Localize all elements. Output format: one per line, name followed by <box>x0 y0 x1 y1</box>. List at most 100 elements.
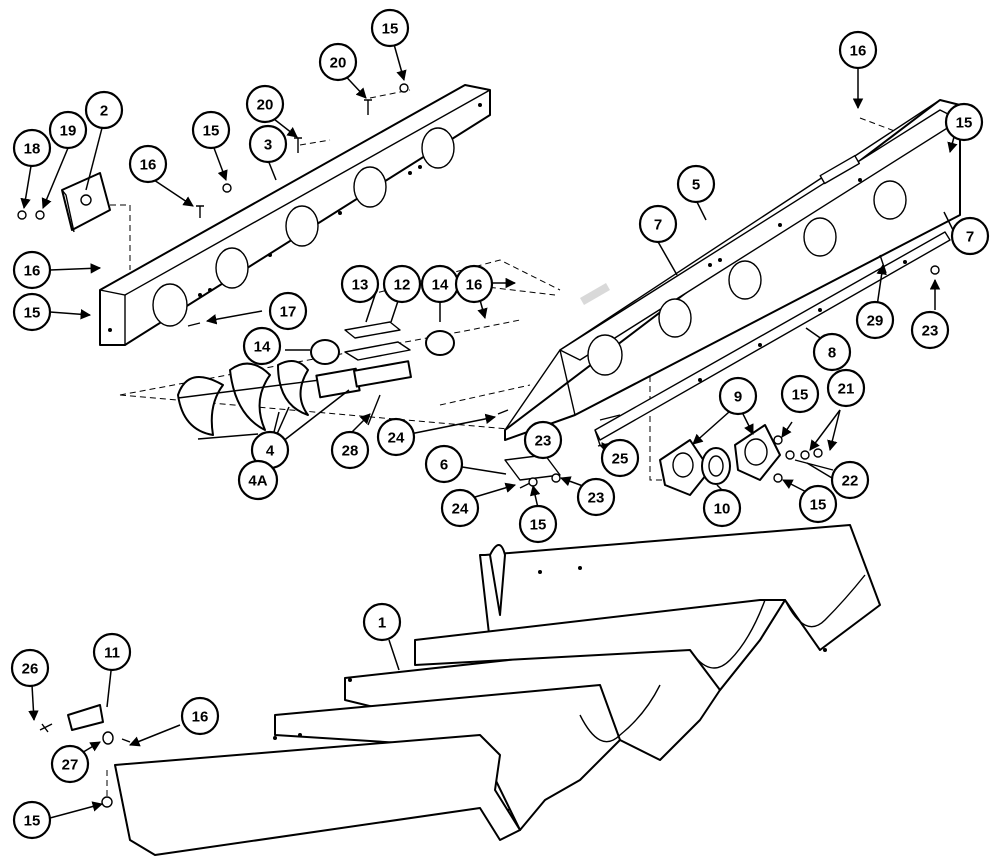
svg-text:9: 9 <box>734 389 742 406</box>
callout-15-flange-bottom: 15 <box>798 484 838 524</box>
svg-text:7: 7 <box>654 217 662 234</box>
svg-text:23: 23 <box>588 490 605 507</box>
callout-19: 19 <box>48 110 88 150</box>
svg-text:10: 10 <box>714 501 731 518</box>
svg-text:15: 15 <box>24 305 41 322</box>
svg-text:16: 16 <box>466 277 483 294</box>
callout-24-top: 24 <box>376 417 416 457</box>
callout-15-bottom: 15 <box>12 800 52 840</box>
svg-text:21: 21 <box>838 381 855 398</box>
callout-23-right: 23 <box>910 310 950 350</box>
svg-text:3: 3 <box>264 137 272 154</box>
washer-19 <box>35 210 45 220</box>
callout-14-right: 14 <box>420 264 460 304</box>
callout-16-mid: 16 <box>454 264 494 304</box>
svg-text:29: 29 <box>867 313 884 330</box>
callout-12: 12 <box>382 264 422 304</box>
svg-text:6: 6 <box>440 457 448 474</box>
svg-text:28: 28 <box>342 443 359 460</box>
callout-2: 2 <box>84 90 124 130</box>
svg-text:12: 12 <box>394 277 411 294</box>
svg-text:24: 24 <box>388 430 405 447</box>
svg-text:16: 16 <box>192 709 209 726</box>
svg-text:26: 26 <box>22 661 39 678</box>
svg-text:4A: 4A <box>248 473 267 490</box>
upper-auger-trough-bar <box>504 99 961 441</box>
slat-and-bolts <box>497 409 621 489</box>
callout-9: 9 <box>718 376 758 416</box>
callout-15-right-top: 15 <box>944 102 984 142</box>
callout-15-slat: 15 <box>518 504 558 544</box>
svg-text:15: 15 <box>530 517 547 534</box>
callout-16-left: 16 <box>12 250 52 290</box>
callout-28: 28 <box>330 430 370 470</box>
callout-4: 4 <box>250 430 290 470</box>
svg-text:19: 19 <box>60 123 77 140</box>
auger-trough <box>114 524 881 856</box>
callout-29: 29 <box>855 300 895 340</box>
svg-text:17: 17 <box>280 304 297 321</box>
callout-15-left: 15 <box>12 292 52 332</box>
callout-6: 6 <box>424 444 464 484</box>
nut-18 <box>17 210 27 220</box>
bearing-flanges <box>659 424 834 496</box>
auger-assembly <box>177 321 455 436</box>
svg-text:15: 15 <box>382 21 399 38</box>
svg-text:13: 13 <box>352 277 369 294</box>
svg-text:5: 5 <box>692 177 700 194</box>
callout-21: 21 <box>826 368 866 408</box>
svg-text:7: 7 <box>966 229 974 246</box>
callout-26: 26 <box>10 648 50 688</box>
svg-text:25: 25 <box>612 451 629 468</box>
svg-text:23: 23 <box>535 433 552 450</box>
callout-17: 17 <box>268 291 308 331</box>
top-bar-bolts <box>187 83 409 327</box>
mounting-plate <box>61 172 111 233</box>
callout-7-left: 7 <box>638 204 678 244</box>
callout-7-right: 7 <box>950 216 990 256</box>
callout-1: 1 <box>362 602 402 642</box>
svg-text:16: 16 <box>850 43 867 60</box>
svg-text:15: 15 <box>203 123 220 140</box>
callout-16-bar: 16 <box>128 144 168 184</box>
callout-10: 10 <box>702 488 742 528</box>
callout-23-bottom: 23 <box>576 477 616 517</box>
callout-20-top: 20 <box>318 42 358 82</box>
callout-3: 3 <box>248 124 288 164</box>
callout-15-top: 15 <box>370 8 410 48</box>
svg-text:20: 20 <box>330 55 347 72</box>
svg-text:24: 24 <box>452 501 469 518</box>
callout-27: 27 <box>50 744 90 784</box>
svg-text:20: 20 <box>257 97 274 114</box>
callout-18: 18 <box>12 128 52 168</box>
small-bracket <box>39 704 131 808</box>
svg-text:15: 15 <box>810 497 827 514</box>
svg-text:14: 14 <box>432 277 449 294</box>
svg-text:15: 15 <box>24 813 41 830</box>
top-bearing-bar <box>99 84 491 346</box>
svg-text:22: 22 <box>842 473 859 490</box>
svg-text:15: 15 <box>792 387 809 404</box>
svg-text:15: 15 <box>956 115 973 132</box>
callout-4a: 4A <box>237 459 279 501</box>
svg-text:14: 14 <box>254 339 271 356</box>
svg-text:16: 16 <box>140 157 157 174</box>
callout-23-top: 23 <box>523 420 563 460</box>
callout-5: 5 <box>676 164 716 204</box>
svg-text:23: 23 <box>922 323 939 340</box>
callout-25: 25 <box>600 438 640 478</box>
callout-20-mid: 20 <box>245 84 285 124</box>
svg-text:2: 2 <box>100 103 108 120</box>
callout-14-left: 14 <box>242 326 282 366</box>
callout-16-right: 16 <box>838 30 878 70</box>
svg-text:4: 4 <box>266 443 275 460</box>
callout-15-flange-top: 15 <box>780 374 820 414</box>
svg-text:16: 16 <box>24 263 41 280</box>
callout-15-bar: 15 <box>191 110 231 150</box>
callout-24-bottom: 24 <box>440 488 480 528</box>
callout-13: 13 <box>340 264 380 304</box>
svg-text:27: 27 <box>62 757 79 774</box>
callout-11: 11 <box>92 632 132 672</box>
svg-text:18: 18 <box>24 141 41 158</box>
